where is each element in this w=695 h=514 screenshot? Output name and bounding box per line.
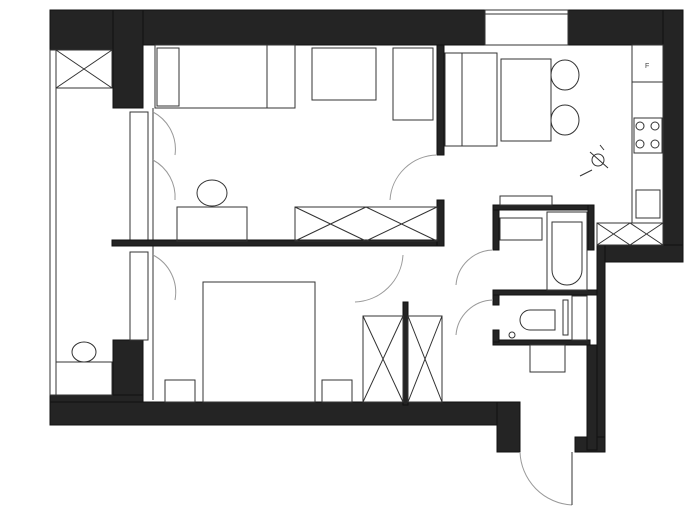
balcony-radiators bbox=[129, 108, 154, 400]
bathroom-fixtures bbox=[499, 195, 588, 373]
fridge-label: F bbox=[645, 63, 649, 70]
interior-walls bbox=[111, 44, 598, 406]
kitchen-furniture: F bbox=[444, 44, 664, 246]
person-icon bbox=[579, 144, 609, 177]
top-window bbox=[484, 9, 569, 46]
master-bedroom-furniture bbox=[164, 281, 443, 403]
doors bbox=[152, 111, 573, 506]
balcony-glazing bbox=[49, 49, 113, 396]
bedroom-furniture bbox=[154, 44, 438, 242]
